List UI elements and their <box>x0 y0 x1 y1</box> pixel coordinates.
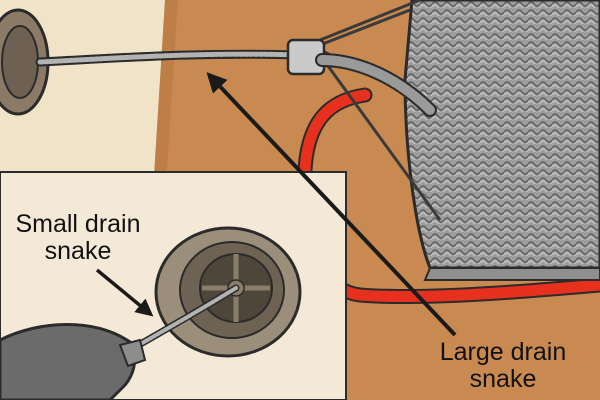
label-large-line2: snake <box>469 365 537 393</box>
arrow-icon <box>95 268 154 317</box>
label-large-line1: Large drain <box>439 338 567 366</box>
arrow-icon <box>206 72 457 337</box>
label-small-line2: snake <box>44 237 112 265</box>
drill <box>0 323 137 400</box>
label-large-drain-snake: Large drain snake <box>412 339 594 393</box>
label-small-drain-snake: Small drain snake <box>8 211 148 265</box>
large-snake-drum <box>403 0 600 270</box>
label-small-line1: Small drain <box>15 210 141 238</box>
